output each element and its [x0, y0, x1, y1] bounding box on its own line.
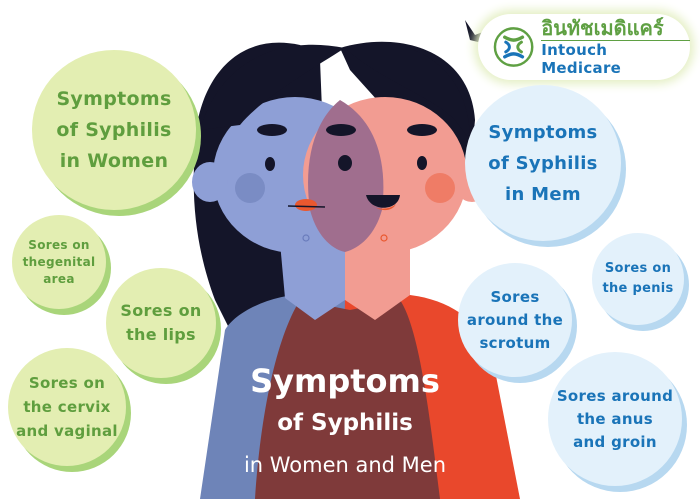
- intouch-x-logo-icon: [493, 27, 534, 67]
- women-heading-bubble: Symptoms of Syphilis in Women: [32, 50, 196, 210]
- main-title-line3: in Women and Men: [243, 453, 447, 477]
- men-symptom-anus-groin: Sores around the anus and groin: [548, 352, 682, 486]
- intouch-medicare-logo[interactable]: อินทัชเมดิแคร์ Intouch Medicare: [478, 14, 690, 80]
- men-heading-bubble: Symptoms of Syphilis in Mem: [465, 85, 621, 241]
- men-heading: Symptoms of Syphilis in Mem: [488, 121, 598, 205]
- women-symptom-genital: Sores on thegenital area: [12, 215, 106, 309]
- women-symptom-lips: Sores on the lips: [106, 268, 216, 378]
- main-title-line2: of Syphilis: [277, 410, 413, 436]
- men-symptom-scrotum: Sores around the scrotum: [458, 263, 572, 377]
- men-symptom-penis: Sores on the penis: [592, 233, 684, 325]
- women-symptom-cervix: Sores on the cervix and vaginal: [8, 348, 126, 466]
- logo-english-name: Intouch Medicare: [541, 41, 622, 77]
- women-heading: Symptoms of Syphilis in Women: [56, 87, 172, 172]
- main-title-line1: Symptoms: [250, 362, 440, 400]
- logo-thai-name: อินทัชเมดิแคร์: [541, 17, 690, 41]
